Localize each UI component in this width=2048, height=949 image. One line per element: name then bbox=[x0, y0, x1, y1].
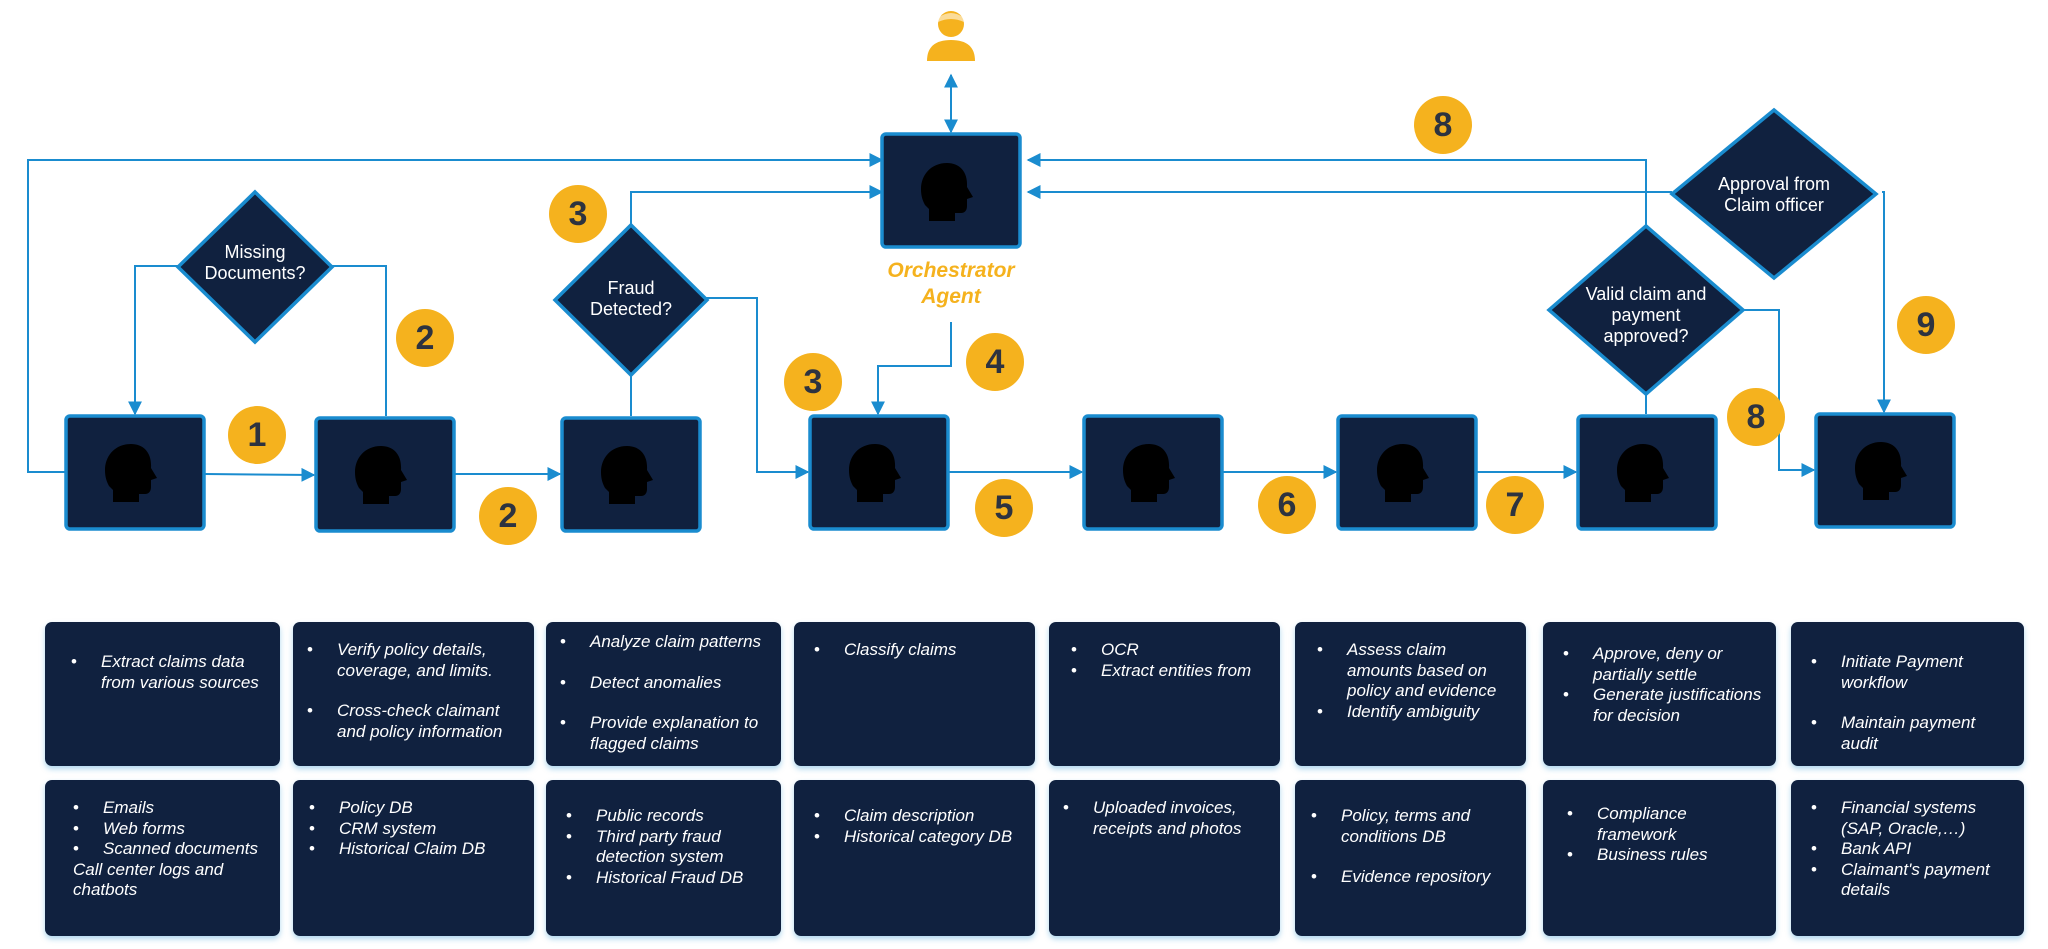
capability-item: Verify policy details, coverage, and lim… bbox=[307, 640, 520, 681]
fraud-detected-diamond bbox=[552, 222, 710, 378]
data-source-card-4: Claim descriptionHistorical category DB bbox=[794, 780, 1035, 936]
step-badge-1: 1 bbox=[228, 406, 286, 464]
data-source-item: Historical Claim DB bbox=[309, 839, 520, 860]
data-source-item: Policy, terms and conditions DB bbox=[1311, 806, 1512, 847]
data-source-card-2: Policy DBCRM systemHistorical Claim DB bbox=[293, 780, 534, 936]
approval-officer-line1: Approval from bbox=[1718, 174, 1830, 194]
step-badge-8: 8 bbox=[1414, 96, 1472, 154]
data-source-item: Historical category DB bbox=[814, 827, 1021, 848]
approval-officer-line2: Claim officer bbox=[1724, 195, 1824, 215]
data-source-item: Claim description bbox=[814, 806, 1021, 827]
data-source-item: Public records bbox=[566, 806, 767, 827]
step-badge-4: 4 bbox=[966, 333, 1024, 391]
fraud-detected-line1: Fraud bbox=[607, 278, 654, 298]
svg-text:3: 3 bbox=[804, 363, 823, 401]
svg-text:8: 8 bbox=[1434, 106, 1453, 144]
step-badge-2: 2 bbox=[479, 487, 537, 545]
valid-claim-line1: Valid claim and bbox=[1586, 284, 1707, 304]
capability-item: Extract entities from bbox=[1071, 661, 1266, 682]
capability-card-3: Analyze claim patternsDetect anomaliesPr… bbox=[546, 622, 781, 766]
step-badge-9: 9 bbox=[1897, 296, 1955, 354]
user-icon bbox=[927, 11, 975, 61]
orchestrator-label-line1: Orchestrator bbox=[887, 259, 1016, 282]
data-source-item: Evidence repository bbox=[1311, 867, 1512, 888]
data-source-item: Business rules bbox=[1567, 845, 1762, 866]
capability-item: Approve, deny or partially settle bbox=[1563, 644, 1762, 685]
svg-text:1: 1 bbox=[248, 416, 267, 454]
missing-documents-line2: Documents? bbox=[204, 263, 305, 283]
valid-claim-line2: payment bbox=[1611, 305, 1680, 325]
capability-item: Analyze claim patterns bbox=[560, 632, 767, 653]
data-source-item: Policy DB bbox=[309, 798, 520, 819]
step-badge-8: 8 bbox=[1727, 388, 1785, 446]
svg-text:2: 2 bbox=[499, 497, 518, 535]
capability-item: Identify ambiguity bbox=[1317, 702, 1512, 723]
capability-item: Provide explanation to flagged claims bbox=[560, 713, 767, 754]
valid-claim-diamond bbox=[1546, 223, 1746, 397]
data-source-item: Financial systems (SAP, Oracle,…) bbox=[1811, 798, 2010, 839]
data-source-item: Bank API bbox=[1811, 839, 2010, 860]
capability-card-5: OCRExtract entities from bbox=[1049, 622, 1280, 766]
data-source-card-5: Uploaded invoices, receipts and photos bbox=[1049, 780, 1280, 936]
data-source-item: Uploaded invoices, receipts and photos bbox=[1063, 798, 1266, 839]
data-source-item: Compliance framework bbox=[1567, 804, 1762, 845]
data-source-item: Web forms bbox=[73, 819, 266, 840]
capability-card-6: Assess claim amounts based on policy and… bbox=[1295, 622, 1526, 766]
capability-item: Detect anomalies bbox=[560, 673, 767, 694]
data-source-item: Third party fraud detection system bbox=[566, 827, 767, 868]
data-source-item: Historical Fraud DB bbox=[566, 868, 767, 889]
svg-text:4: 4 bbox=[986, 343, 1005, 381]
missing-documents-line1: Missing bbox=[224, 242, 285, 262]
capability-item: Maintain payment audit bbox=[1811, 713, 2010, 754]
data-source-card-8: Financial systems (SAP, Oracle,…)Bank AP… bbox=[1791, 780, 2024, 936]
step-badge-5: 5 bbox=[975, 479, 1033, 537]
svg-text:7: 7 bbox=[1506, 486, 1525, 524]
capability-item: Generate justifications for decision bbox=[1563, 685, 1762, 726]
step-badge-3: 3 bbox=[784, 353, 842, 411]
capability-card-7: Approve, deny or partially settleGenerat… bbox=[1543, 622, 1776, 766]
svg-text:2: 2 bbox=[416, 319, 435, 357]
data-source-item: Emails bbox=[73, 798, 266, 819]
svg-text:3: 3 bbox=[569, 195, 588, 233]
capability-item: Cross-check claimant and policy informat… bbox=[307, 701, 520, 742]
step-badge-6: 6 bbox=[1258, 476, 1316, 534]
capability-item: Classify claims bbox=[814, 640, 1021, 661]
missing-documents-diamond bbox=[175, 189, 335, 345]
orchestrator-label-line2: Agent bbox=[920, 285, 982, 308]
data-source-item: Claimant's payment details bbox=[1811, 860, 2010, 901]
svg-text:6: 6 bbox=[1278, 486, 1297, 524]
step-badge-7: 7 bbox=[1486, 476, 1544, 534]
data-source-card-6: Policy, terms and conditions DB Evidence … bbox=[1295, 780, 1526, 936]
fraud-detected-line2: Detected? bbox=[590, 299, 672, 319]
capability-item: Assess claim amounts based on policy and… bbox=[1317, 640, 1512, 702]
step-badge-3: 3 bbox=[549, 185, 607, 243]
capability-card-2: Verify policy details, coverage, and lim… bbox=[293, 622, 534, 766]
svg-text:8: 8 bbox=[1747, 398, 1766, 436]
valid-claim-line3: approved? bbox=[1603, 326, 1688, 346]
svg-text:9: 9 bbox=[1917, 306, 1936, 344]
capability-card-4: Classify claims bbox=[794, 622, 1035, 766]
data-source-item: Scanned documents bbox=[73, 839, 266, 860]
data-source-card-3: Public recordsThird party fraud detectio… bbox=[546, 780, 781, 936]
capability-item: Extract claims data from various sources bbox=[71, 652, 266, 693]
data-source-card-7: Compliance frameworkBusiness rules bbox=[1543, 780, 1776, 936]
approval-officer-diamond bbox=[1669, 107, 1879, 281]
data-source-item: CRM system bbox=[309, 819, 520, 840]
capability-item: OCR bbox=[1071, 640, 1266, 661]
capability-item: Initiate Payment workflow bbox=[1811, 652, 2010, 693]
capability-card-8: Initiate Payment workflowMaintain paymen… bbox=[1791, 622, 2024, 766]
data-source-item: Call center logs and chatbots bbox=[73, 859, 224, 900]
step-badge-2: 2 bbox=[396, 309, 454, 367]
capability-card-1: Extract claims data from various sources bbox=[45, 622, 280, 766]
svg-text:5: 5 bbox=[995, 489, 1014, 527]
